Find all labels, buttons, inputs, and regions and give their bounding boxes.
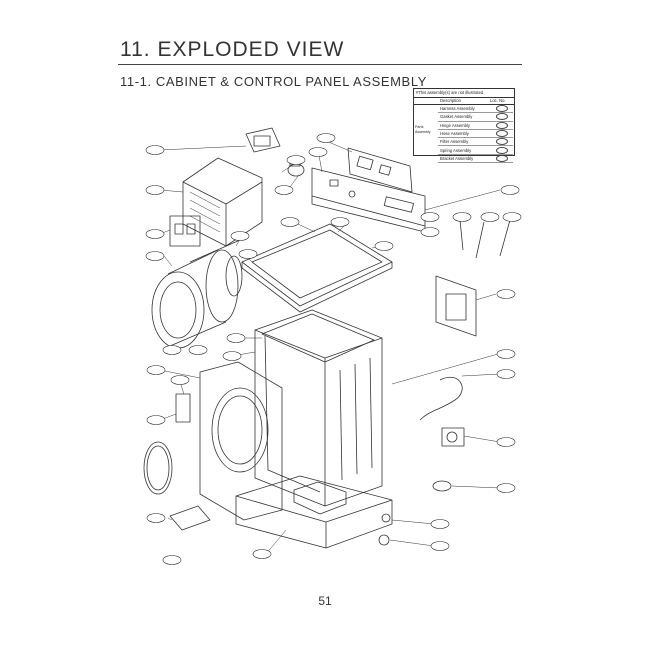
control-panel bbox=[311, 167, 426, 233]
legend-row-description: Spring Assembly bbox=[440, 147, 472, 153]
callout-bubble bbox=[145, 145, 165, 155]
legend-column-headers: Description Loc. No. bbox=[414, 98, 514, 105]
section-subtitle: 11-1. CABINET & CONTROL PANEL ASSEMBLY bbox=[120, 74, 427, 89]
legend-row: Hinge Assembly bbox=[438, 121, 513, 130]
callout-bubble bbox=[162, 555, 182, 565]
callout-bubble bbox=[145, 251, 165, 261]
callout-bubble bbox=[496, 437, 516, 447]
callout-bubble bbox=[452, 212, 472, 222]
callout-bubble bbox=[496, 369, 516, 379]
drum-assembly bbox=[151, 239, 243, 349]
callout-bubble bbox=[430, 519, 450, 529]
cabinet-body bbox=[254, 309, 383, 507]
top-plate bbox=[241, 223, 393, 313]
pcb-assembly bbox=[347, 147, 413, 193]
callout-bubble bbox=[230, 231, 250, 241]
page-number: 51 bbox=[318, 594, 332, 608]
legend-row-marker bbox=[496, 146, 508, 154]
callout-bubble bbox=[286, 155, 306, 165]
callout-bubble bbox=[222, 351, 242, 361]
legend-row-marker bbox=[496, 105, 508, 113]
callout-bubble bbox=[316, 133, 336, 143]
legend-row-marker bbox=[496, 154, 508, 162]
legend-row-description: Gasket Assembly bbox=[440, 114, 473, 120]
leader-lines bbox=[159, 139, 501, 555]
callout-bubble bbox=[308, 147, 328, 157]
callout-bubble bbox=[502, 212, 522, 222]
door-ring bbox=[143, 441, 173, 495]
callout-bubble bbox=[188, 345, 208, 355]
legend-table: #This assembly(s) are not illustrated De… bbox=[413, 88, 515, 164]
callout-bubble bbox=[238, 249, 258, 259]
filter-cover bbox=[169, 505, 211, 531]
callout-bubble bbox=[226, 333, 246, 343]
callout-bubble bbox=[146, 365, 166, 375]
callout-bubble bbox=[430, 541, 450, 551]
legend-row: Harness Assembly bbox=[438, 105, 513, 114]
front-panel bbox=[199, 361, 283, 521]
legend-row: Filter Assembly bbox=[438, 138, 513, 147]
legend-row-marker bbox=[496, 121, 508, 129]
callout-bubble bbox=[496, 349, 516, 359]
legend-col-loc: Loc. No. bbox=[490, 98, 506, 103]
page-title: 11. EXPLODED VIEW bbox=[120, 38, 345, 61]
legend-group-label: Parts Assembly bbox=[415, 125, 431, 134]
legend-header: #This assembly(s) are not illustrated bbox=[414, 89, 514, 98]
callout-bubble bbox=[145, 229, 165, 239]
inlet-hoses bbox=[459, 219, 511, 259]
callout-bubble bbox=[500, 185, 520, 195]
drain-hose bbox=[419, 377, 463, 421]
callout-bubble bbox=[420, 212, 440, 222]
legend-row: Bracket Assembly bbox=[438, 154, 513, 164]
legend-row-marker bbox=[496, 138, 508, 146]
callout-bubble bbox=[420, 227, 440, 237]
callout-bubble bbox=[374, 241, 394, 251]
leg-screw bbox=[378, 513, 391, 546]
title-rule bbox=[118, 64, 522, 65]
sensor-block bbox=[245, 127, 281, 153]
legend-row: Hose Assembly bbox=[438, 130, 513, 139]
legend-row: Spring Assembly bbox=[438, 146, 513, 155]
foot-part bbox=[432, 480, 452, 492]
callout-bubble bbox=[146, 415, 166, 425]
legend-row-description: Hinge Assembly bbox=[440, 122, 471, 128]
callout-layer bbox=[145, 133, 522, 565]
callout-bubble bbox=[146, 513, 166, 523]
callout-bubble bbox=[145, 185, 165, 195]
callout-bubble bbox=[274, 185, 294, 195]
base-frame bbox=[235, 475, 393, 549]
callout-bubble bbox=[252, 549, 272, 559]
legend-row-description: Harness Assembly bbox=[440, 106, 475, 112]
callout-bubble bbox=[496, 289, 516, 299]
callout-bubble bbox=[280, 217, 300, 227]
pump-assembly bbox=[441, 427, 465, 447]
callout-bubble bbox=[480, 212, 500, 222]
door-hinge bbox=[175, 393, 191, 423]
callout-bubble bbox=[330, 217, 350, 227]
legend-row-description: Bracket Assembly bbox=[440, 155, 474, 161]
legend-row: Gasket Assembly bbox=[438, 113, 513, 122]
detergent-box-parts bbox=[169, 215, 201, 247]
legend-row-description: Filter Assembly bbox=[440, 139, 469, 145]
callout-bubble bbox=[496, 483, 516, 493]
callout-bubble bbox=[170, 375, 190, 385]
rear-panel bbox=[435, 275, 477, 337]
legend-row-description: Hose Assembly bbox=[440, 131, 469, 137]
legend-row-marker bbox=[496, 130, 508, 138]
callout-bubble bbox=[162, 345, 182, 355]
legend-col-description: Description bbox=[440, 98, 461, 103]
legend-row-marker bbox=[496, 113, 508, 121]
